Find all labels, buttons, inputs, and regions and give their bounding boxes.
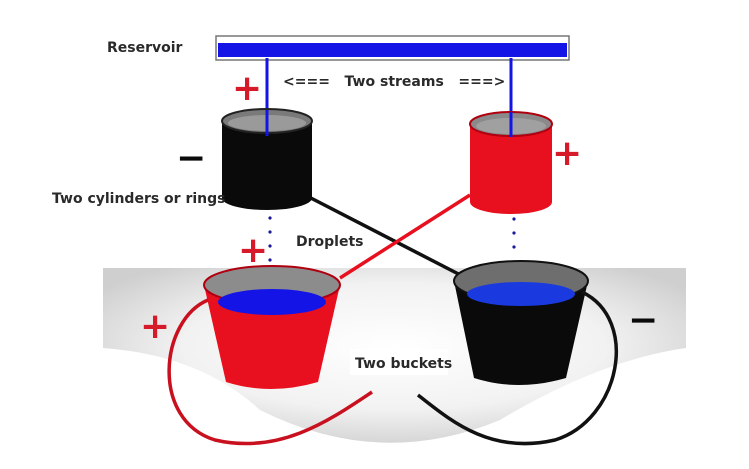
left-stream-plus-sign: + bbox=[232, 68, 262, 109]
red-loop-wire bbox=[167, 298, 373, 446]
reservoir-water bbox=[218, 43, 567, 57]
reservoir-label: Reservoir bbox=[107, 40, 183, 56]
left-bucket-plus-sign: + bbox=[140, 306, 170, 347]
red-cross-wire bbox=[339, 193, 471, 280]
buckets-label-background bbox=[350, 349, 448, 375]
cylinders-label: Two cylinders or rings bbox=[52, 191, 225, 207]
black-loop-wire bbox=[416, 290, 618, 446]
right-bucket bbox=[453, 260, 589, 385]
black-cross-wire bbox=[304, 193, 475, 284]
buckets-label: Two buckets bbox=[355, 356, 452, 372]
droplets-plus-sign: + bbox=[238, 230, 268, 271]
streams-label: <=== Two streams ===> bbox=[283, 74, 505, 90]
right-bucket-minus-sign: − bbox=[628, 300, 658, 341]
left-bucket bbox=[203, 265, 341, 389]
right-cylinder-plus-sign: + bbox=[552, 133, 582, 174]
left-cylinder-minus-sign: − bbox=[176, 138, 206, 179]
droplets-label: Droplets bbox=[296, 234, 363, 250]
